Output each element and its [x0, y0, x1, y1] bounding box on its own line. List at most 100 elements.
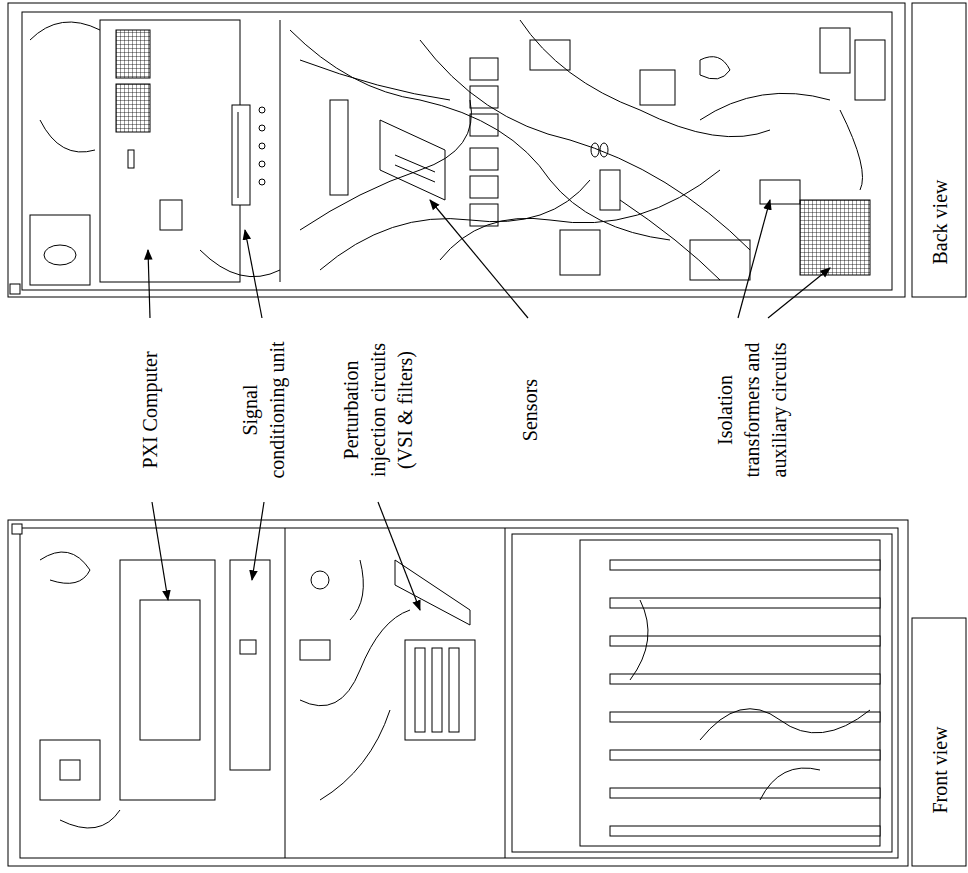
front-view-wiring-part	[350, 560, 363, 620]
front-view-cabinet-part	[610, 826, 880, 836]
back-view-wiring-part	[290, 30, 670, 240]
leader-lines	[148, 200, 830, 610]
view-label: Front view	[927, 700, 954, 840]
front-view-cabinet-part	[415, 648, 425, 732]
front-view-cabinet-part	[300, 640, 330, 660]
back-view-cabinet-part	[259, 143, 265, 149]
leader-lines-part	[252, 502, 264, 580]
back-view-cabinet-part	[591, 143, 599, 157]
front-view-wiring-part	[760, 768, 820, 800]
back-view-cabinet-part	[8, 3, 905, 297]
back-view-cabinet-part	[259, 125, 265, 131]
back-view-cabinet-part	[600, 143, 608, 157]
back-view-cabinet-part	[470, 86, 498, 108]
back-view-cabinet-part	[855, 40, 885, 100]
back-view-cabinet-part	[700, 57, 730, 79]
back-view-cabinet-part	[10, 284, 20, 294]
back-view-wiring-part	[300, 100, 471, 230]
front-view-cabinet-part	[505, 528, 506, 858]
back-view-wiring-part	[40, 120, 95, 152]
leader-lines-part	[245, 230, 262, 318]
front-view-cabinet-part	[40, 740, 100, 800]
front-view-cabinet-part	[512, 534, 892, 852]
part-label: Sensors	[517, 325, 544, 495]
back-view-cabinet-part	[280, 20, 281, 282]
back-view-cabinet-part	[470, 148, 498, 170]
front-view-wiring-part	[630, 600, 648, 680]
back-view-cabinet-part	[238, 112, 239, 198]
back-view-cabinet-part	[259, 107, 265, 113]
front-view-cabinet-part	[395, 560, 470, 625]
back-view-cabinet-part	[116, 84, 150, 132]
front-view-cabinet-part	[432, 648, 442, 732]
back-view-cabinet-part	[160, 200, 182, 230]
back-view-wiring-part	[440, 170, 720, 260]
view-tabs-part	[912, 3, 966, 297]
part-label: PXI Computer	[137, 325, 164, 495]
back-view-wiring-part	[320, 180, 590, 270]
front-view-cabinet-part	[610, 598, 880, 608]
back-view-cabinet-part	[380, 120, 445, 200]
back-view-wiring-part	[30, 22, 100, 40]
front-view-cabinet-part	[60, 760, 80, 780]
front-view-wiring-part	[700, 709, 870, 740]
back-view-cabinet	[8, 3, 905, 297]
leader-lines-part	[378, 502, 420, 610]
front-view-cabinet-part	[610, 560, 880, 570]
back-view-cabinet-part	[330, 100, 348, 195]
back-view-wiring-part	[520, 20, 770, 137]
front-view-wiring-part	[60, 810, 120, 828]
back-view-cabinet-part	[470, 58, 498, 80]
front-view-cabinet-part	[610, 750, 880, 760]
back-view-wiring	[30, 20, 863, 280]
front-view-cabinet-part	[580, 540, 880, 846]
back-view-cabinet-part	[100, 20, 240, 282]
back-view-cabinet-part	[44, 245, 76, 265]
back-view-wiring-part	[200, 250, 280, 277]
back-view-cabinet-part	[820, 28, 850, 73]
back-view-wiring-part	[700, 93, 830, 120]
front-view-wiring-part	[40, 552, 90, 583]
back-view-cabinet-part	[395, 165, 435, 182]
back-view-cabinet-part	[800, 200, 870, 275]
front-view-cabinet-part	[405, 640, 475, 740]
front-view-cabinet-part	[20, 528, 898, 858]
back-view-cabinet-part	[30, 215, 90, 285]
front-view-cabinet-part	[610, 712, 880, 722]
front-view-cabinet-part	[311, 571, 329, 589]
back-view-cabinet-part	[395, 155, 435, 172]
front-view-cabinet	[8, 520, 908, 866]
front-view-cabinet-part	[8, 520, 908, 866]
front-view-cabinet-part	[230, 560, 270, 770]
back-view-cabinet-part	[600, 170, 620, 210]
view-label: Back view	[927, 152, 954, 292]
front-view-wiring	[40, 552, 870, 828]
back-view-cabinet-part	[560, 230, 600, 275]
back-view-cabinet-part	[259, 161, 265, 167]
back-view-cabinet-part	[232, 105, 250, 205]
front-view-wiring-part	[320, 710, 390, 800]
view-tabs	[912, 3, 966, 866]
front-view-cabinet-part	[610, 674, 880, 684]
leader-lines-part	[152, 502, 168, 600]
front-view-cabinet-part	[610, 636, 880, 646]
front-view-cabinet-part	[140, 600, 200, 740]
leader-lines-part	[148, 250, 150, 318]
view-tabs-part	[912, 618, 966, 866]
back-view-cabinet-part	[259, 179, 265, 185]
back-view-cabinet-part	[128, 150, 134, 168]
part-label: Isolation transformers and auxiliary cir…	[712, 335, 793, 485]
leader-lines-part	[768, 268, 830, 318]
front-view-cabinet-part	[610, 788, 880, 798]
front-view-cabinet-part	[449, 648, 459, 732]
back-view-wiring-part	[620, 200, 720, 280]
leader-lines-part	[738, 200, 770, 318]
part-label: Perturbation injection circuits (VSI & f…	[338, 328, 419, 493]
back-view-cabinet-part	[470, 176, 498, 198]
back-view-cabinet-part	[760, 180, 800, 204]
front-view-cabinet-part	[12, 524, 22, 534]
back-view-cabinet-part	[22, 12, 892, 290]
leader-lines-part	[430, 200, 528, 318]
back-view-cabinet-part	[116, 30, 150, 78]
